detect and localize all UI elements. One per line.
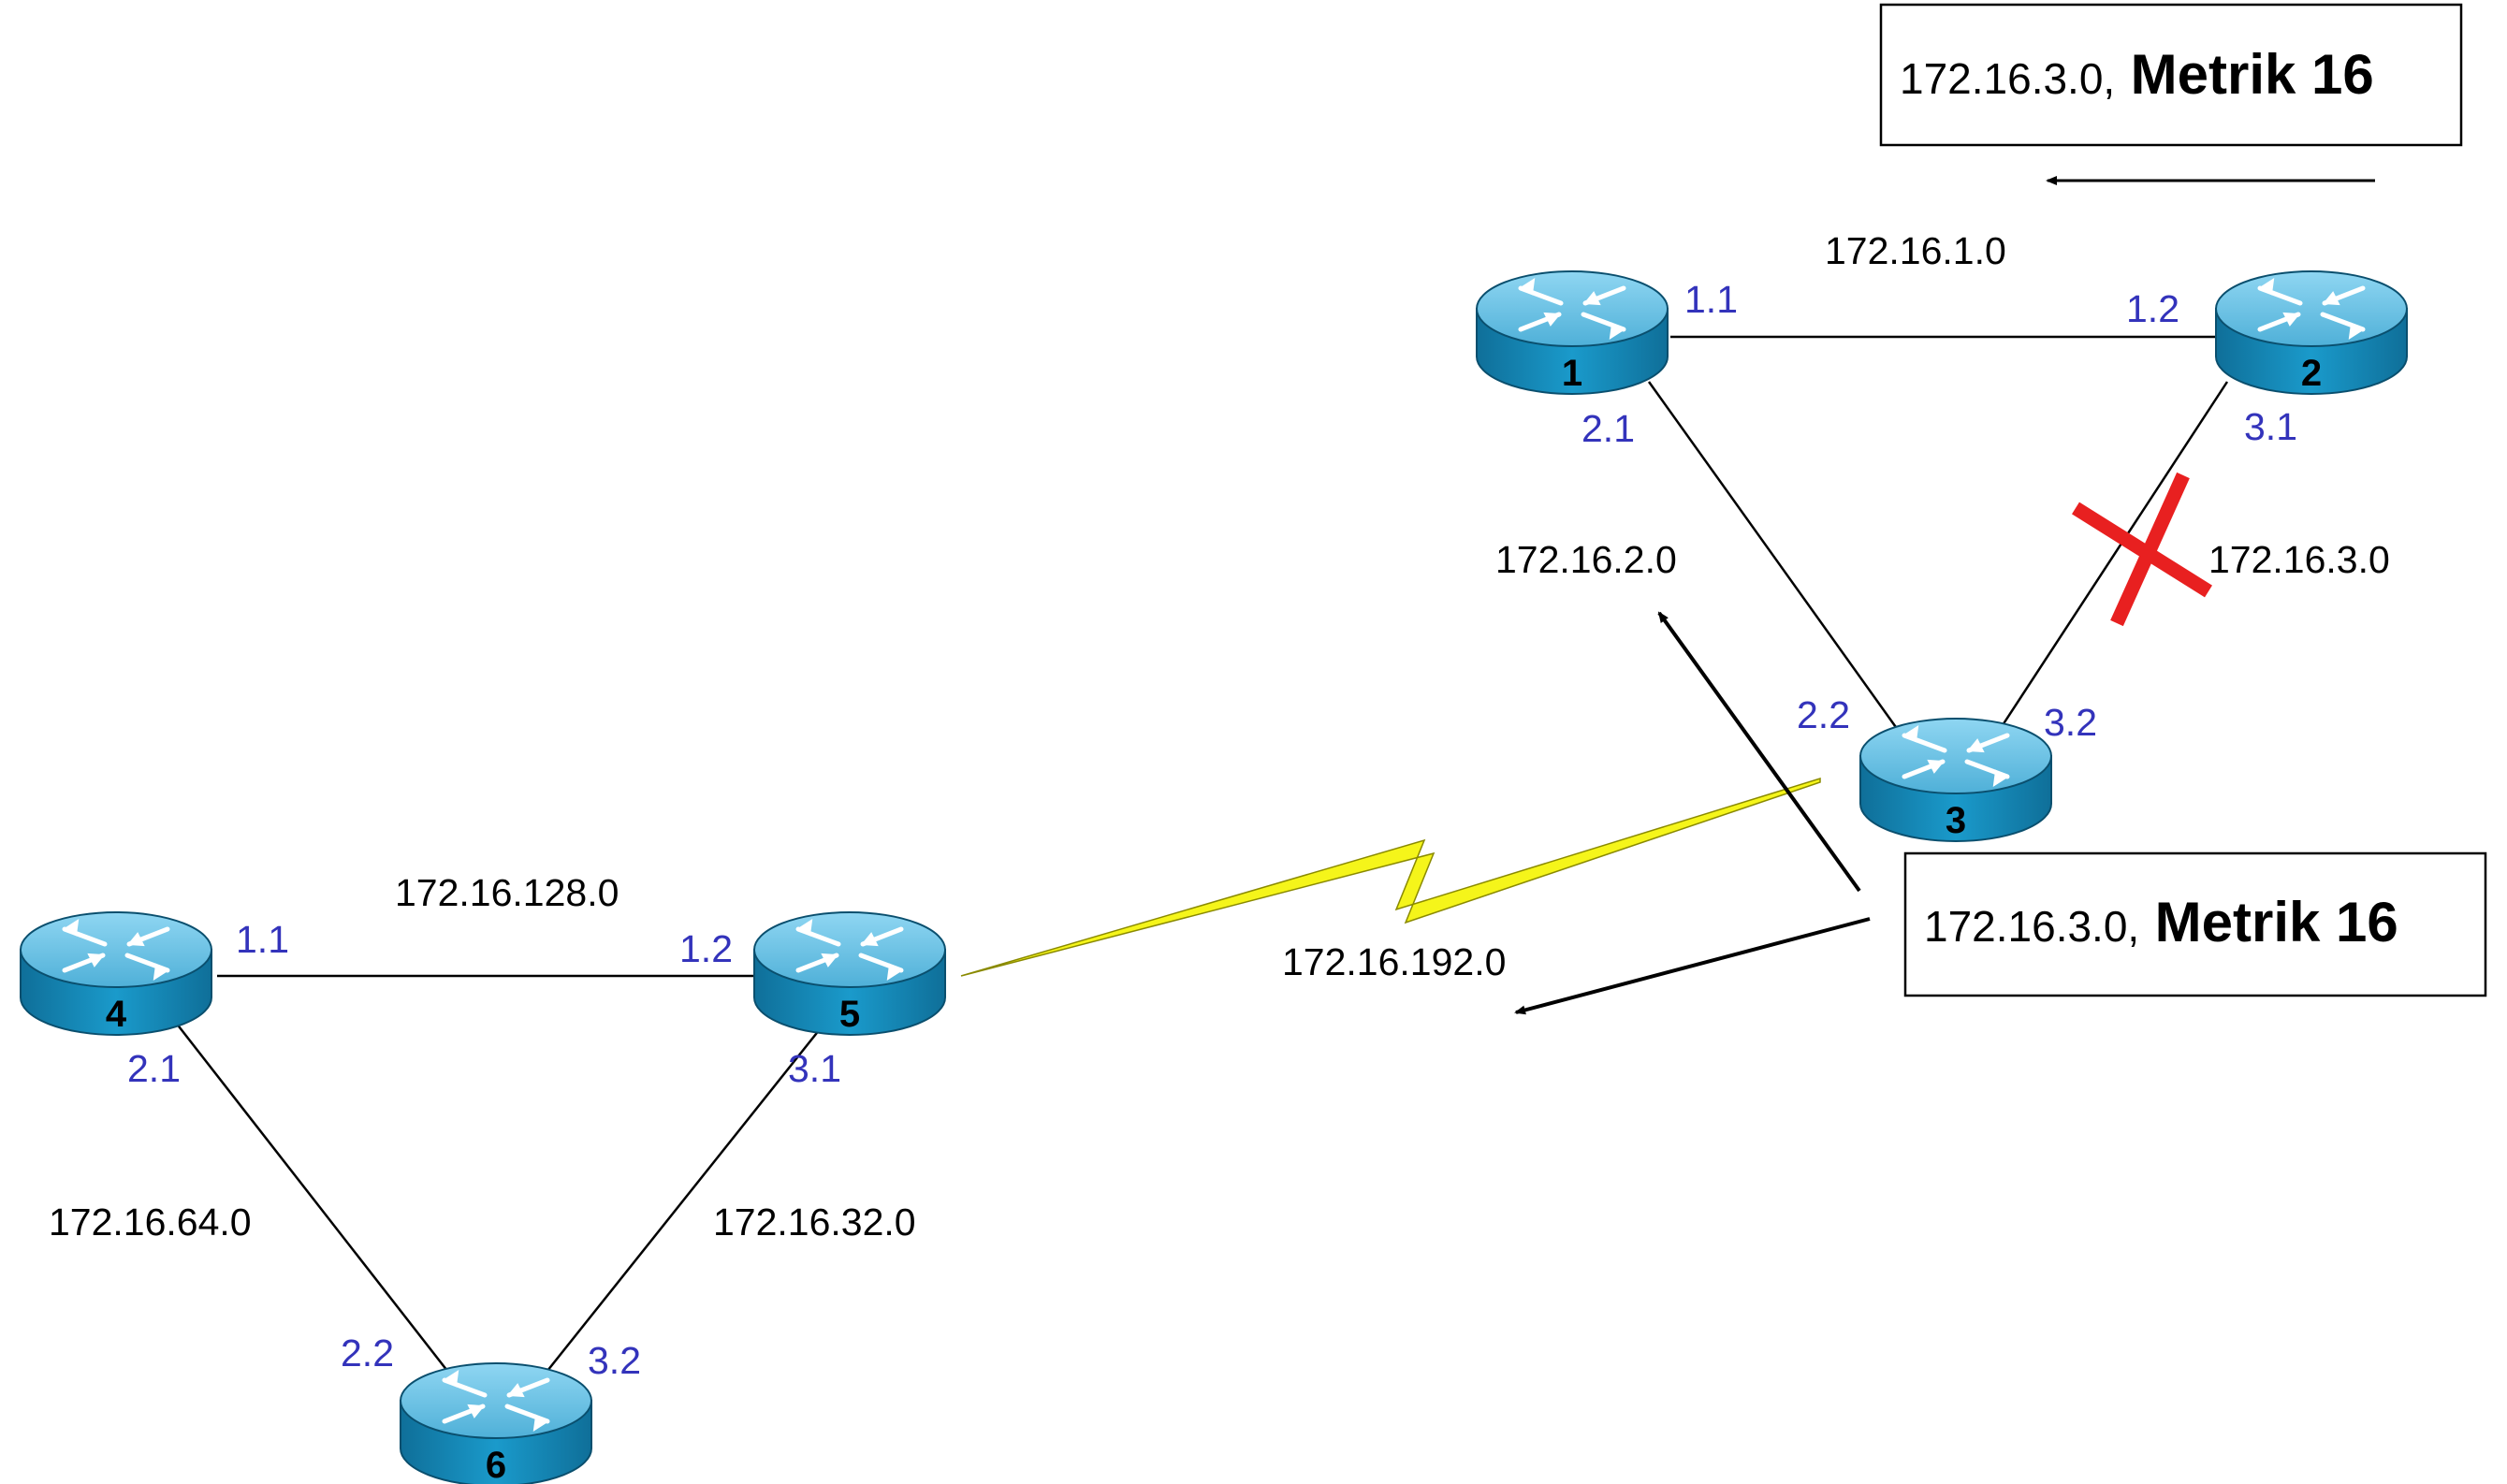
interface-labels: 1.1 2.1 1.2 3.1 2.2 3.2 1.1 2.1 1.2 3.1 … (127, 278, 2297, 1382)
iface-label: 1.1 (236, 918, 289, 961)
links (175, 335, 2229, 1372)
iface-label: 1.2 (679, 927, 733, 970)
iface-label: 3.2 (2044, 701, 2097, 744)
router-label: 5 (839, 994, 860, 1035)
update-box-bottom: 172.16.3.0, Metrik 16 (1903, 851, 2487, 997)
svg-text:172.16.3.0, Metrik 16: 172.16.3.0, Metrik 16 (1900, 43, 2374, 106)
update-arrows (1514, 176, 2375, 1015)
iface-label: 3.1 (788, 1047, 841, 1090)
network-label-128: 172.16.128.0 (395, 871, 619, 914)
iface-label: 2.2 (1797, 693, 1850, 736)
update-network: 172.16.3.0, (1924, 902, 2139, 951)
svg-text:172.16.3.0, Metrik 16: 172.16.3.0, Metrik 16 (1924, 891, 2398, 953)
network-labels: 172.16.1.0 172.16.2.0 172.16.3.0 172.16.… (49, 229, 2390, 1244)
iface-label: 1.1 (1684, 278, 1738, 321)
network-label-32: 172.16.32.0 (713, 1200, 916, 1244)
arrow-to-router-1 (1657, 611, 1861, 893)
router-label: 4 (106, 994, 127, 1035)
router-2[interactable]: 2 (2216, 271, 2407, 394)
network-label-3: 172.16.3.0 (2208, 538, 2390, 581)
router-6[interactable]: 6 (401, 1363, 591, 1484)
arrow-to-router-5 (1514, 917, 1871, 1015)
link-2-3 (2001, 381, 2229, 726)
router-label: 2 (2301, 353, 2322, 394)
iface-label: 1.2 (2126, 287, 2179, 330)
update-metric: Metrik 16 (2131, 43, 2374, 106)
serial-link-3-5 (960, 777, 1821, 977)
router-label: 1 (1562, 353, 1582, 394)
iface-label: 2.1 (127, 1047, 181, 1090)
failed-link-x-icon (2072, 472, 2212, 627)
router-1[interactable]: 1 (1477, 271, 1668, 394)
update-box-top: 172.16.3.0, Metrik 16 (1879, 3, 2463, 147)
network-label-192: 172.16.192.0 (1282, 940, 1506, 983)
update-metric: Metrik 16 (2155, 891, 2398, 953)
router-4[interactable]: 4 (21, 912, 211, 1035)
router-label: 3 (1946, 800, 1966, 841)
link-4-6 (175, 1022, 448, 1372)
router-5[interactable]: 5 (754, 912, 945, 1035)
iface-label: 2.1 (1581, 407, 1635, 450)
link-5-6 (547, 1028, 821, 1372)
update-network: 172.16.3.0, (1900, 54, 2115, 103)
router-label: 6 (486, 1445, 506, 1484)
link-1-3 (1647, 381, 1900, 731)
router-3[interactable]: 3 (1860, 719, 2051, 841)
network-label-64: 172.16.64.0 (49, 1200, 252, 1244)
network-label-1: 172.16.1.0 (1825, 229, 2006, 272)
iface-label: 2.2 (341, 1331, 394, 1375)
network-label-2: 172.16.2.0 (1495, 538, 1677, 581)
iface-label: 3.1 (2244, 405, 2297, 448)
iface-label: 3.2 (588, 1339, 641, 1382)
